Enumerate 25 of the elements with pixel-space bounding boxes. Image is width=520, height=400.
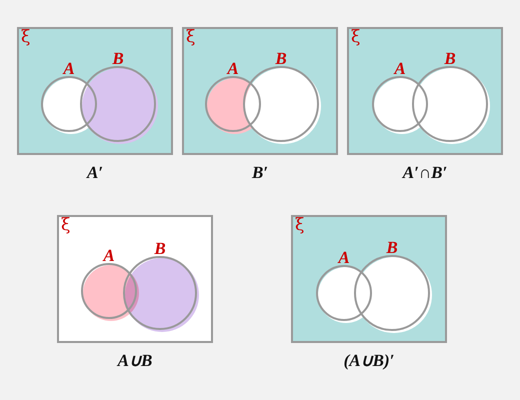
set-label: B	[275, 50, 287, 67]
universal-set-symbol: ξ	[21, 28, 30, 47]
universal-set-rectangle	[57, 215, 213, 343]
set-label: A	[338, 249, 350, 266]
set-expression-caption: A′∩B′	[400, 164, 448, 181]
set-expression-caption: (A∪B)′	[342, 352, 396, 369]
universal-set-rectangle	[291, 215, 447, 343]
set-expression-caption: A′	[85, 164, 104, 181]
universal-set-symbol: ξ	[61, 216, 70, 235]
set-label: B	[154, 240, 166, 257]
universal-set-symbol: ξ	[186, 28, 196, 47]
set-label: B	[386, 239, 398, 256]
set-label: B	[444, 50, 456, 67]
set-label: B	[112, 50, 124, 67]
set-label: A	[103, 247, 115, 264]
set-label: A	[394, 60, 406, 77]
universal-set-rectangle	[182, 27, 338, 155]
set-label: A	[63, 60, 75, 77]
universal-set-rectangle	[17, 27, 173, 155]
universal-set-rectangle	[347, 27, 503, 155]
set-expression-caption: A∪B	[116, 352, 154, 369]
set-label: A	[227, 60, 239, 77]
universal-set-symbol: ξ	[295, 216, 304, 235]
universal-set-symbol: ξ	[351, 28, 360, 47]
set-expression-caption: B′	[250, 164, 270, 181]
